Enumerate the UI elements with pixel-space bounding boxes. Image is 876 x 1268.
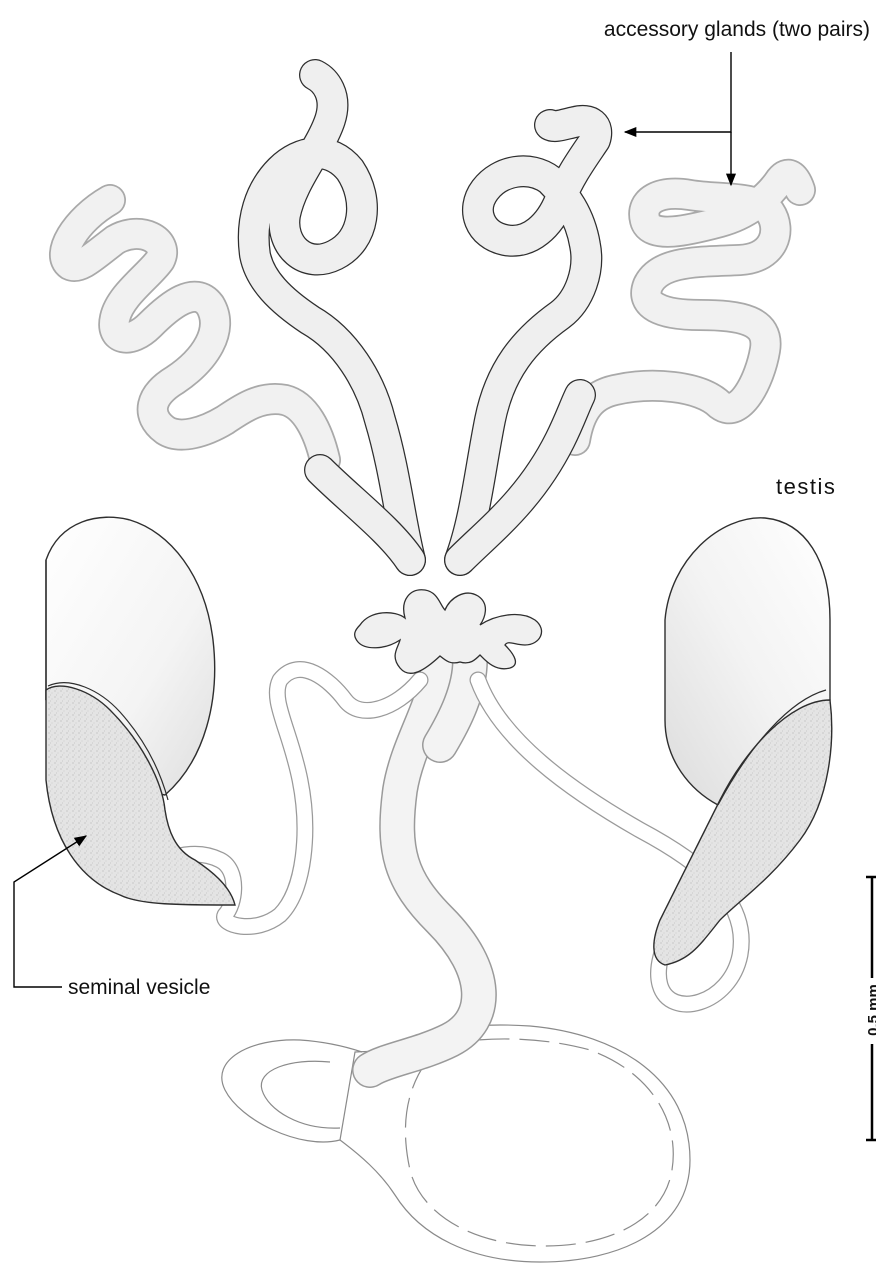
- ejaculatory-sac: [222, 1025, 690, 1262]
- testis-label: testis: [776, 474, 836, 499]
- ejaculatory-duct: [370, 660, 479, 1070]
- accessory-glands-pointer: [625, 52, 731, 185]
- scale-bar-label: 0.5 mm: [865, 984, 876, 1036]
- scale-bar: 0.5 mm: [865, 877, 876, 1140]
- accessory-gland-inner-left: [254, 75, 410, 560]
- accessory-gland-outer-right: [575, 175, 800, 440]
- accessory-glands-label: accessory glands (two pairs): [604, 18, 870, 41]
- gland-junction: [355, 590, 542, 674]
- seminal-vesicle-label: seminal vesicle: [68, 976, 210, 999]
- accessory-gland-inner-right: [460, 121, 596, 560]
